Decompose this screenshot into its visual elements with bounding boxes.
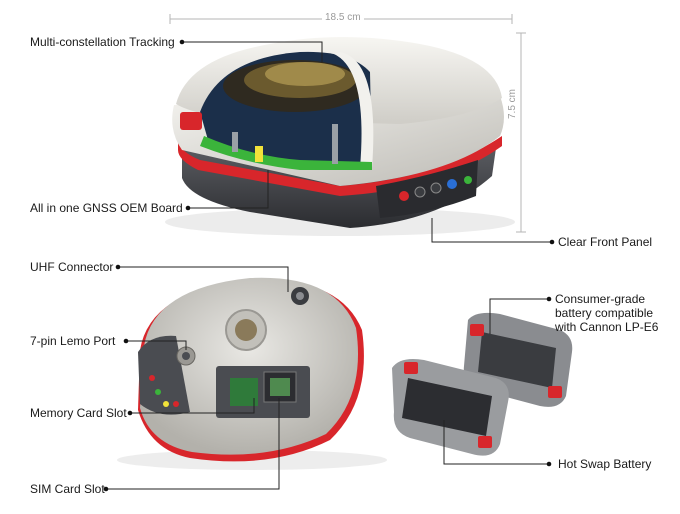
leader-front-panel xyxy=(431,218,555,245)
label-battery-spec-line1: Consumer-grade xyxy=(555,292,646,306)
leader-battery-spec xyxy=(489,296,552,334)
leader-memory-card xyxy=(127,398,255,416)
label-sim-card: SIM Card Slot xyxy=(30,482,105,496)
label-oem-board: All in one GNSS OEM Board xyxy=(30,201,183,215)
label-uhf-connector: UHF Connector xyxy=(30,260,114,274)
label-lemo-port: 7-pin Lemo Port xyxy=(30,334,116,348)
leader-multi-constellation xyxy=(179,39,323,62)
leader-hot-swap xyxy=(443,420,552,467)
width-dimension-label: 18.5 cm xyxy=(322,12,364,23)
leader-lemo-port xyxy=(123,338,187,350)
label-front-panel: Clear Front Panel xyxy=(558,235,653,249)
leader-sim-card xyxy=(103,398,280,492)
leader-oem-board xyxy=(185,170,269,211)
label-battery-spec-line2: battery compatible xyxy=(555,306,654,320)
height-dimension xyxy=(516,32,526,233)
label-battery-spec-line3: with Cannon LP-E6 xyxy=(555,320,659,334)
label-memory-card: Memory Card Slot xyxy=(30,406,127,420)
receiver-underside-image xyxy=(117,277,387,470)
receiver-cutaway-image xyxy=(165,37,515,236)
battery-pair-image xyxy=(392,312,573,456)
label-multi-constellation: Multi-constellation Tracking xyxy=(30,35,175,49)
leader-uhf-connector xyxy=(115,264,289,292)
height-dimension-label: 7.5 cm xyxy=(507,85,518,122)
label-hot-swap: Hot Swap Battery xyxy=(558,457,652,471)
